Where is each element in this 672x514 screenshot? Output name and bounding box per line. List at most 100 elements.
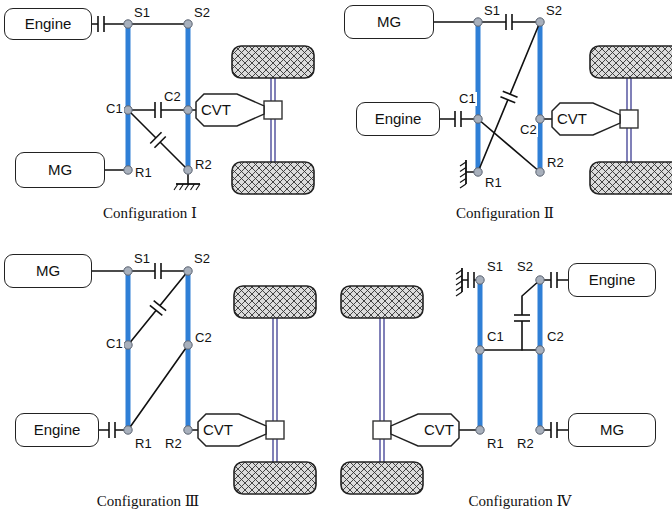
tire <box>590 46 672 78</box>
gear-member-label: R2 <box>194 158 213 172</box>
component-box: Engine <box>4 8 92 40</box>
planetary-lever <box>478 280 483 430</box>
configuration-caption: Configuration Ⅳ <box>469 493 572 510</box>
component-label: CVT <box>201 102 231 119</box>
clutch-symbol <box>455 111 461 127</box>
axle-line <box>383 302 384 478</box>
shaft-line <box>480 349 540 351</box>
gear-node <box>184 106 192 114</box>
gear-member-label: S1 <box>486 260 504 274</box>
gear-member-label: C1 <box>105 337 124 351</box>
component-label: Engine <box>589 272 636 289</box>
axle-line <box>379 302 380 478</box>
gear-node <box>184 426 192 434</box>
gear-node <box>536 115 544 123</box>
gear-member-label: R2 <box>546 156 565 170</box>
gear-member-label: R2 <box>164 437 183 451</box>
gear-node <box>474 168 482 176</box>
configuration-caption: Configuration Ⅲ <box>97 493 199 510</box>
clutch-symbol <box>506 14 512 30</box>
component-box: Engine <box>568 263 656 297</box>
gear-node <box>184 341 192 349</box>
gear-node <box>124 267 132 275</box>
gear-member-label: S2 <box>545 4 563 18</box>
component-label: CVT <box>424 422 454 439</box>
component-box: Engine <box>15 413 99 447</box>
planetary-lever <box>186 24 191 170</box>
component-box: MG <box>344 5 434 39</box>
gear-member-label: R1 <box>486 437 505 451</box>
gear-node <box>124 341 132 349</box>
gear-member-label: S1 <box>483 4 501 18</box>
component-label: MG <box>377 14 401 31</box>
tire <box>232 46 314 78</box>
gear-node <box>124 426 132 434</box>
component-box: Engine <box>356 102 440 136</box>
planetary-lever <box>538 22 543 172</box>
tire <box>234 462 316 494</box>
component-label: Engine <box>375 111 422 128</box>
clutch-symbol <box>155 102 161 118</box>
gear-member-label: R1 <box>134 437 153 451</box>
component-label: Engine <box>34 422 81 439</box>
configuration-caption: Configuration Ⅰ <box>103 205 197 222</box>
axle-line <box>274 62 275 178</box>
gear-node <box>124 20 132 28</box>
differential <box>620 110 638 128</box>
clutch-symbol <box>150 132 166 148</box>
cvt-box: CVT <box>195 93 265 127</box>
gear-node <box>124 106 132 114</box>
gear-member-label: S1 <box>133 6 151 20</box>
planetary-lever <box>538 280 543 430</box>
clutch-symbol <box>150 301 166 316</box>
tire <box>234 286 316 318</box>
component-box: MG <box>15 152 105 188</box>
gear-node <box>184 267 192 275</box>
ground-symbol <box>460 160 466 188</box>
clutch-symbol <box>468 272 474 288</box>
gear-member-label: C2 <box>163 90 182 104</box>
tire <box>590 162 672 194</box>
shaft-line <box>128 110 188 170</box>
component-label: CVT <box>557 111 587 128</box>
gear-member-label: C2 <box>519 123 538 137</box>
gear-node <box>184 166 192 174</box>
gear-node <box>476 346 484 354</box>
configuration-caption: Configuration Ⅱ <box>456 205 554 222</box>
gear-member-label: C1 <box>105 102 124 116</box>
gear-node <box>124 166 132 174</box>
tire <box>232 162 314 194</box>
shaft-line <box>478 22 540 172</box>
gear-member-label: C1 <box>458 92 477 106</box>
cvt-box: CVT <box>551 102 621 136</box>
gear-node <box>536 426 544 434</box>
gear-member-label: S2 <box>193 6 211 20</box>
gear-member-label: R2 <box>516 437 535 451</box>
clutch-symbol <box>98 16 104 32</box>
gear-node <box>184 20 192 28</box>
differential <box>373 421 391 439</box>
gear-node <box>474 115 482 123</box>
ground-symbol <box>456 268 462 296</box>
planetary-lever <box>186 271 191 430</box>
gear-node <box>476 276 484 284</box>
gear-member-label: C2 <box>546 330 565 344</box>
clutch-symbol <box>109 422 115 438</box>
gear-node <box>536 18 544 26</box>
axle-line <box>270 62 271 178</box>
axle-line <box>272 302 273 478</box>
clutch-symbol <box>551 422 557 438</box>
ground-symbol <box>174 184 200 190</box>
gear-node <box>536 276 544 284</box>
shaft-line <box>128 270 188 272</box>
shaft-line <box>478 21 540 23</box>
gear-member-label: S1 <box>133 252 151 266</box>
component-label: MG <box>36 263 60 280</box>
gear-member-label: S2 <box>193 252 211 266</box>
gear-member-label: C1 <box>486 330 505 344</box>
clutch-symbol <box>551 272 557 288</box>
shaft-line <box>128 23 188 25</box>
differential <box>264 101 282 119</box>
gear-member-label: R1 <box>484 176 503 190</box>
gear-node <box>476 426 484 434</box>
